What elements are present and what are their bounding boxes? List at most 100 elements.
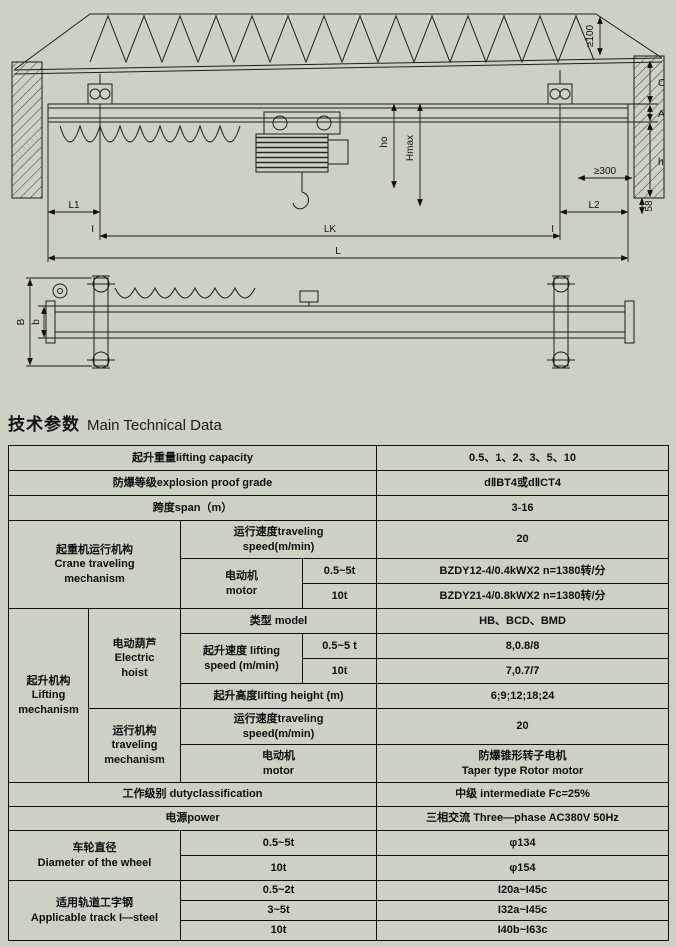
table-row: 3~5t I32a~I45c xyxy=(9,900,670,921)
main-girder xyxy=(47,103,629,123)
cell-wheel-t1-value: φ134 xyxy=(376,830,670,856)
section-title-zh: 技术参数 xyxy=(8,415,80,434)
table-row: 电动机 motor 0.5~5t BZDY12-4/0.4kWX2 n=1380… xyxy=(9,558,670,609)
cell-crane-motor-t2-value: BZDY21-4/0.8kWX2 n=1380转/分 xyxy=(376,583,670,609)
cell-span-label: 跨度span（m） xyxy=(7,495,378,521)
cell-wheel-t1-label: 0.5~5t xyxy=(179,830,378,856)
dim-label-ge300: ≥300 xyxy=(594,166,617,177)
front-view xyxy=(11,13,665,210)
cell-model-value: HB、BCD、BMD xyxy=(376,608,670,634)
cell-track-t2-value: I32a~I45c xyxy=(376,900,670,921)
dim-label-lk: LK xyxy=(324,224,337,235)
truss-top-chord xyxy=(13,13,663,71)
table-row: 10t I40b~I63c xyxy=(9,920,670,941)
cell-crane-motor-t1-label: 0.5~5t xyxy=(301,558,378,584)
table-row: 起升高度lifting height (m) 6;9;12;18;24 xyxy=(9,683,670,709)
table-row: 电源power 三相交流 Three—phase AC380V 50Hz xyxy=(7,806,670,831)
table-row: 起升重量lifting capacity 0.5、1、2、3、5、10 xyxy=(7,445,670,471)
cell-power-label: 电源power xyxy=(7,806,378,831)
table-row: 起升机构 Lifting mechanism 电动葫芦 Electric hoi… xyxy=(8,608,670,783)
crane-technical-drawing: ≥100 C A h Hmax ho ≥300 58 L1 L2 I I LK … xyxy=(11,13,665,369)
truss-bottom-chord xyxy=(13,57,663,71)
hoist-motor-body xyxy=(255,133,329,173)
table-row: 跨度span（m） 3-16 xyxy=(7,495,670,521)
cell-track-t1-label: 0.5~2t xyxy=(179,880,378,901)
dim-label-b-inner: b xyxy=(31,319,42,325)
dim-label-l: L xyxy=(335,246,341,257)
cell-hoist-motor-value: 防爆锥形转子电机 Taper type Rotor motor xyxy=(376,744,670,783)
table-row: 起重机运行机构 Crane traveling mechanism 运行速度tr… xyxy=(8,520,670,609)
truss-bottom-chord-2 xyxy=(13,61,663,75)
table-row: 10t 7,0.7/7 xyxy=(9,658,670,684)
dim-label-h: h xyxy=(658,157,664,168)
end-trolley-left xyxy=(87,83,113,105)
cell-crane-traveling-speed-label: 运行速度traveling speed(m/min) xyxy=(179,520,378,559)
cell-hoist-trav-speed-value: 20 xyxy=(376,708,670,745)
cell-hoist-trav-speed-label: 运行速度traveling speed(m/min) xyxy=(179,708,378,745)
plan-girder xyxy=(45,283,635,344)
cell-lift-speed-t2-value: 7,0.7/7 xyxy=(376,658,670,684)
cell-crane-traveling-speed-value: 20 xyxy=(376,520,670,559)
cell-track-group: 适用轨道工字钢 Applicable track I—steel xyxy=(8,880,181,941)
cell-track-t1-value: I20a~I45c xyxy=(376,880,670,901)
truss-web-members xyxy=(89,14,595,64)
plan-end-carriage-right xyxy=(547,275,575,369)
cell-crane-traveling-group: 起重机运行机构 Crane traveling mechanism xyxy=(8,520,181,609)
section-title: 技术参数 Main Technical Data xyxy=(8,410,676,435)
cell-lift-speed-t1-label: 0.5~5 t xyxy=(301,633,378,659)
plan-festoon-cable xyxy=(114,286,256,299)
dim-label-ge100: ≥100 xyxy=(585,24,596,47)
dim-label-l2: L2 xyxy=(588,200,600,211)
festoon-cable xyxy=(59,124,241,143)
cell-model-label: 类型 model xyxy=(179,608,378,634)
section-title-en: Main Technical Data xyxy=(87,417,222,434)
cell-duty-value: 中级 intermediate Fc=25% xyxy=(376,782,670,807)
cell-crane-motor-t1-value: BZDY12-4/0.4kWX2 n=1380转/分 xyxy=(376,558,670,584)
plan-view-dim-labels: B b xyxy=(16,318,42,325)
electric-hoist xyxy=(255,111,349,210)
cell-track-t3-value: I40b~I63c xyxy=(376,920,670,941)
main-technical-data-table: 起升重量lifting capacity 0.5、1、2、3、5、10 防爆等级… xyxy=(7,445,670,941)
cell-hoist-traveling-group: 运行机构 traveling mechanism xyxy=(88,708,181,783)
cell-explosion-grade-label: 防爆等级explosion proof grade xyxy=(7,470,378,496)
cell-hoist-motor-label: 电动机 motor xyxy=(179,744,378,783)
table-row: 工作级别 dutyclassification 中级 intermediate … xyxy=(7,782,670,807)
cell-lift-height-value: 6;9;12;18;24 xyxy=(376,683,670,709)
dim-label-hmax: Hmax xyxy=(405,135,416,161)
hook xyxy=(292,191,310,210)
dim-label-i-left: I xyxy=(91,224,94,235)
table-row: 起升速度 lifting speed (m/min) 0.5~5 t 8,0.8… xyxy=(9,633,670,684)
table-row: 车轮直径 Diameter of the wheel 0.5~5t φ134 xyxy=(8,830,670,881)
front-view-dimensions xyxy=(47,16,658,262)
table-row: 运行机构 traveling mechanism 运行速度traveling s… xyxy=(9,708,670,783)
plan-junction-box xyxy=(299,290,319,306)
cell-lifting-capacity-label: 起升重量lifting capacity xyxy=(7,445,378,471)
cell-span-value: 3-16 xyxy=(376,495,670,521)
dim-label-c: C xyxy=(658,78,665,89)
dim-label-i-right: I xyxy=(551,224,554,235)
cell-wheel-t2-label: 10t xyxy=(179,855,378,881)
end-trolley-right xyxy=(547,83,573,105)
cell-lift-speed-label: 起升速度 lifting speed (m/min) xyxy=(180,633,303,684)
front-view-dim-labels: ≥100 C A h Hmax ho ≥300 58 L1 L2 I I LK … xyxy=(68,24,665,257)
cell-lifting-mechanism-group: 起升机构 Lifting mechanism xyxy=(8,608,89,783)
cell-crane-motor-label: 电动机 motor xyxy=(180,558,303,609)
hoist-control-box xyxy=(327,139,349,165)
cell-explosion-grade-value: dⅡBT4或dⅡCT4 xyxy=(376,470,670,496)
cell-lifting-capacity-value: 0.5、1、2、3、5、10 xyxy=(376,445,670,471)
cell-wheel-t2-value: φ154 xyxy=(376,855,670,881)
dim-label-ho: ho xyxy=(379,136,390,148)
dim-label-l1: L1 xyxy=(68,200,80,211)
cell-electric-hoist-group: 电动葫芦 Electric hoist xyxy=(88,608,181,709)
runway-rail-left xyxy=(92,74,108,85)
crane-drawing-area: ≥100 C A h Hmax ho ≥300 58 L1 L2 I I LK … xyxy=(0,0,676,402)
dim-label-a: A xyxy=(658,109,665,120)
cell-lift-speed-t2-label: 10t xyxy=(301,658,378,684)
dim-label-58: 58 xyxy=(644,200,655,212)
plan-view-dimensions xyxy=(26,277,92,367)
cell-power-value: 三相交流 Three—phase AC380V 50Hz xyxy=(376,806,670,831)
cell-track-t3-label: 10t xyxy=(179,920,378,941)
dim-label-b-outer: B xyxy=(16,318,27,325)
table-row: 电动机 motor 防爆锥形转子电机 Taper type Rotor moto… xyxy=(9,744,670,783)
table-row: 适用轨道工字钢 Applicable track I—steel 0.5~2t … xyxy=(8,880,670,941)
